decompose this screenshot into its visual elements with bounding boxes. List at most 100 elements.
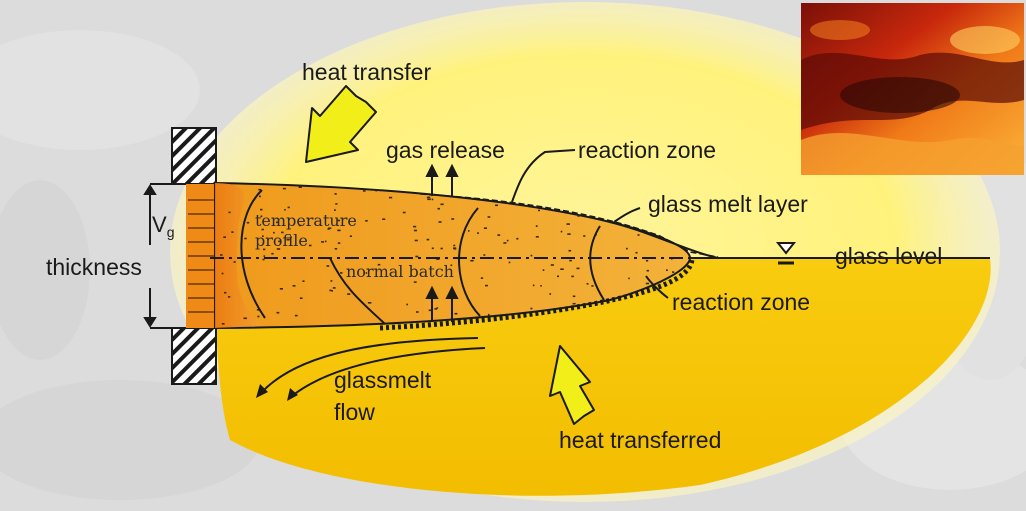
batch-speckle [509,262,511,264]
batch-speckle [577,268,580,270]
reaction-zone-top-label: reaction zone [578,137,716,163]
batch-speckle [672,271,674,273]
batch-speckle [234,261,236,263]
batch-speckle [222,273,224,275]
batch-speckle [375,190,377,192]
batch-speckle [327,265,330,267]
batch-speckle [507,240,509,242]
batch-speckle [636,252,638,254]
batch-speckle [503,242,506,244]
batch-speckle [427,239,430,241]
thickness-label: thickness [46,254,142,280]
vg-subscript: g [167,224,175,240]
batch-speckle [223,236,226,238]
batch-speckle [497,234,500,236]
batch-speckle [228,296,230,298]
batch-speckle [414,230,417,232]
batch-speckle [451,218,454,220]
batch-speckle [413,226,416,228]
batch-speckle [533,285,535,287]
batch-speckle [331,280,333,282]
batch-speckle [438,208,441,210]
batch-speckle [229,212,231,214]
batch-speckle [222,323,225,325]
batch-speckle [321,241,324,243]
batch-speckle [484,227,487,229]
gas-release-label: gas release [386,137,505,163]
batch-speckle [495,205,498,207]
batch-speckle [571,276,574,278]
batch-speckle [536,225,538,227]
molten-glass-photo [801,3,1024,175]
batch-speckle [538,210,540,212]
batch-speckle [540,285,542,287]
batch-speckle [441,204,444,206]
batch-speckle [299,186,302,188]
glassmelt-flow-label-line1: glassmelt [334,367,432,393]
batch-speckle [264,255,266,257]
batch-speckle [516,238,518,240]
vg-main: V [152,212,167,237]
reaction-zone-bottom-label: reaction zone [672,289,810,315]
temperature-profile-label-line2: profile [255,231,308,250]
batch-speckle [439,221,442,223]
batch-speckle [455,313,458,315]
batch-speckle [560,268,563,270]
batch-speckle [288,207,290,209]
batch-speckle [347,293,350,295]
batch-speckle [382,218,385,220]
batch-speckle [543,269,545,271]
batch-speckle [432,248,434,250]
batch-speckle [247,222,250,224]
batch-speckle [340,272,342,274]
batch-speckle [470,260,473,262]
heat-transfer-label: heat transfer [302,59,431,85]
batch-speckle [561,231,563,233]
furnace-wall-upper [172,128,216,184]
batch-speckle [244,238,246,240]
batch-speckle [569,250,572,252]
batch-speckle [224,292,226,294]
glassmelt-flow-label-line2: flow [334,399,375,425]
batch-speckle [573,303,576,305]
batch-speckle [309,245,312,247]
batch-speckle [626,248,628,250]
batch-speckle [295,315,298,317]
batch-speckle [244,318,247,320]
batch-speckle [403,212,406,214]
batch-speckle [530,308,532,310]
batch-speckle [277,312,280,314]
batch-speckle [293,285,296,287]
batch-speckle [257,316,259,318]
batch-speckle [531,255,533,257]
batch-speckle [628,278,630,280]
batch-speckle [432,199,434,201]
glass-melt-layer-label: glass melt layer [648,191,808,217]
batch-speckle [666,269,668,271]
glass-level-label: glass level [835,243,942,269]
batch-speckle [389,197,392,199]
batch-speckle [415,240,418,242]
batch-speckle [271,253,273,255]
batch-speckle [220,254,222,256]
batch-speckle [414,281,417,283]
batch-speckle [453,245,455,247]
batch-speckle [302,280,304,282]
batch-speckle [338,242,341,244]
batch-speckle [406,304,408,306]
normal-batch-label: normal batch [346,262,454,281]
batch-speckle [283,188,286,190]
furnace-wall-lower [172,328,216,384]
batch-speckle [481,277,483,279]
batch-speckle [587,283,589,285]
batch-speckle [477,232,479,234]
batch-speckle [231,231,233,233]
batch-speckle [335,203,337,205]
batch-speckle [350,235,352,237]
batch-speckle [427,199,431,201]
batch-speckle [441,248,443,250]
batch-speckle [638,234,640,236]
batch-speckle [468,230,470,232]
batch-speckle [454,248,457,250]
batch-speckle [368,302,372,304]
